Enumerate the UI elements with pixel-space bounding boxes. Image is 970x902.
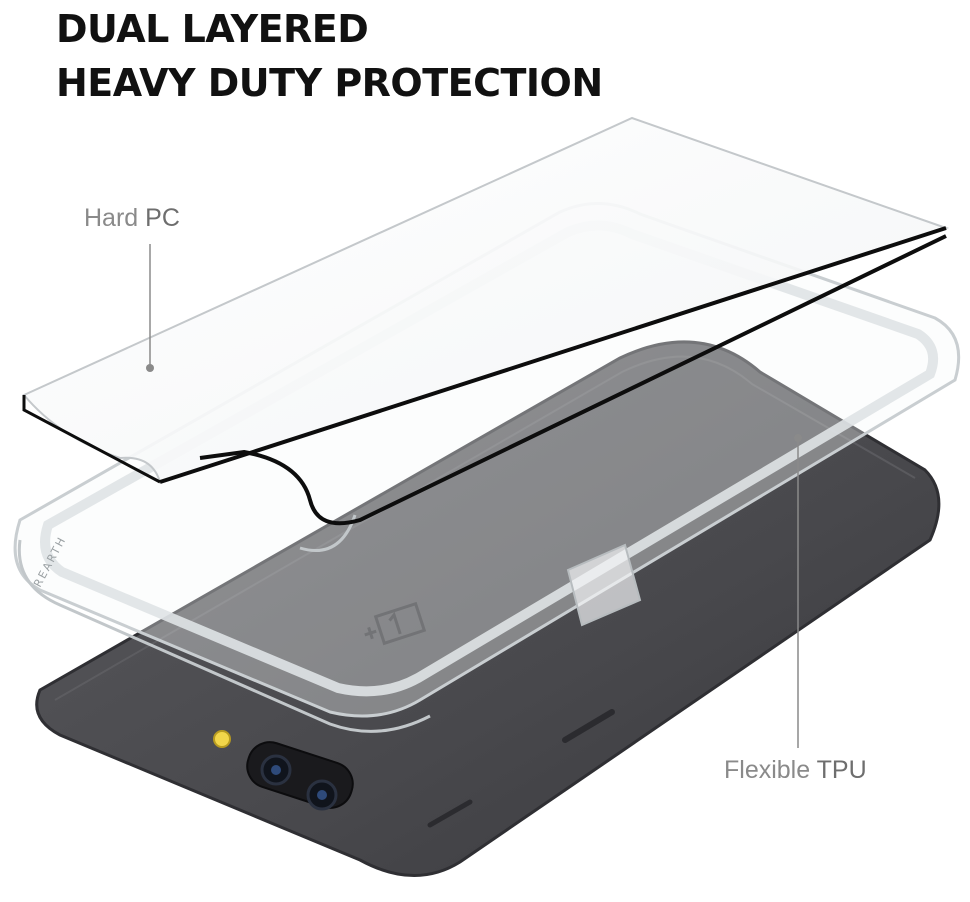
hard-pc-label: Hard PC (84, 204, 180, 233)
headline-line-1: DUAL LAYERED (56, 7, 369, 51)
flexible-tpu-prefix: Flexible (724, 756, 817, 784)
pc-plate (22, 116, 950, 526)
headline-line-2: HEAVY DUTY PROTECTION (56, 61, 603, 105)
flexible-tpu-emphasis: TPU (816, 756, 867, 784)
phone-body (35, 340, 941, 877)
brand-logo-icon (364, 601, 427, 646)
callout-lines (146, 244, 802, 748)
pc-callout-dot (146, 364, 154, 372)
side-button-2 (427, 799, 473, 828)
hard-pc-emphasis: PC (145, 204, 180, 232)
side-button (562, 709, 615, 743)
flash-icon (213, 730, 231, 748)
flexible-tpu-label: Flexible TPU (724, 756, 867, 785)
headline: DUAL LAYERED HEAVY DUTY PROTECTION (56, 2, 603, 110)
tpu-callout-dot (794, 434, 802, 442)
hard-pc-prefix: Hard (84, 204, 146, 232)
camera-module (213, 730, 354, 811)
button-cover (566, 543, 642, 627)
